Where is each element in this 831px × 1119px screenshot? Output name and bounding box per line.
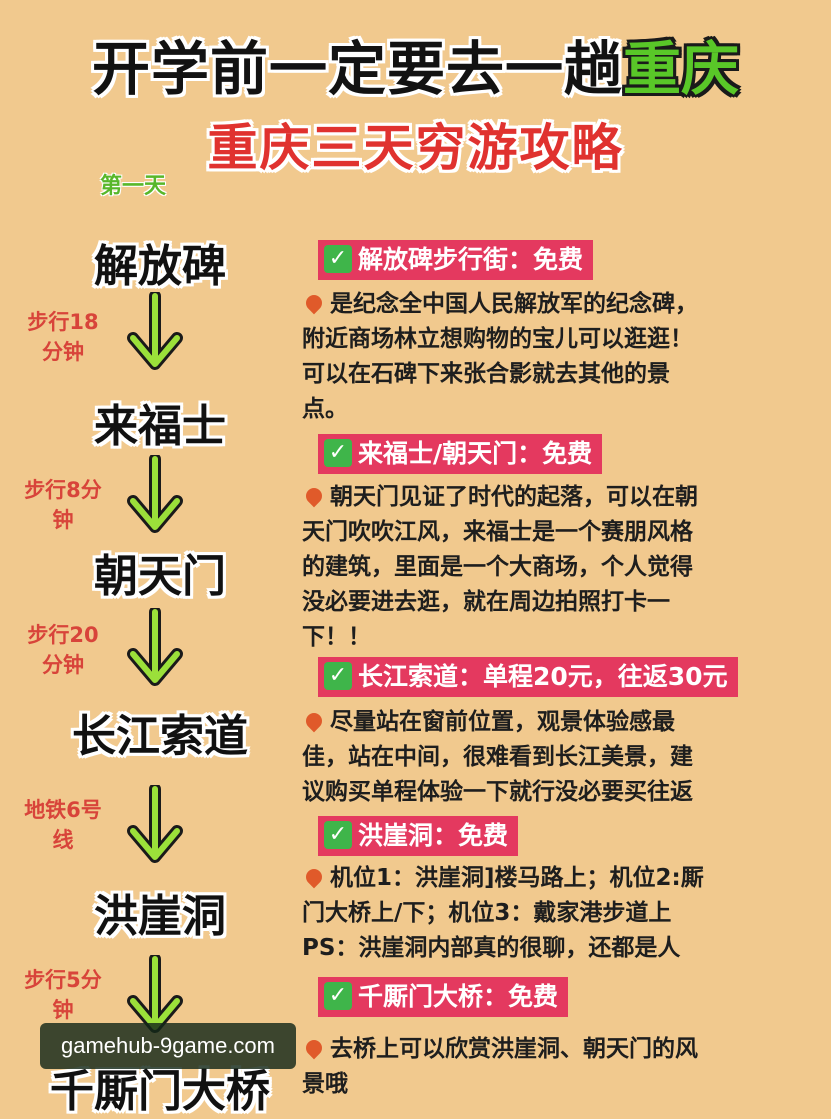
desc-line: 可以在石碑下来张合影就去其他的景 <box>302 361 670 387</box>
page-title: 开学前一定要去一趟重庆 <box>0 22 831 106</box>
title-main: 开学前一定要去一趟 <box>91 35 623 103</box>
walk-line1: 步行18 <box>27 310 99 334</box>
desc-text: 去桥上可以欣赏洪崖洞、朝天门的风 <box>330 1036 698 1062</box>
desc-line: 的建筑，里面是一个大商场，个人觉得 <box>302 554 693 580</box>
walk-line2: 分钟 <box>42 340 84 364</box>
desc-text: 机位1：洪崖洞]楼马路上；机位2:厮 <box>330 865 704 891</box>
attraction-header: ✓洪崖洞：免费 <box>318 816 519 856</box>
walk-label: 步行8分 钟 <box>8 475 118 535</box>
walk-line2: 钟 <box>52 508 74 532</box>
walk-label: 步行18 分钟 <box>8 307 118 367</box>
desc-line: 尽量站在窗前位置，观景体验感最 <box>302 705 792 740</box>
attraction-header-text: 解放碑步行街：免费 <box>358 245 584 274</box>
arrow-down-icon <box>127 455 183 533</box>
stop-cableway: 长江索道 <box>72 711 248 762</box>
attraction-header: ✓千厮门大桥：免费 <box>318 977 569 1017</box>
walk-label: 地铁6号 线 <box>8 795 118 855</box>
attraction-description: 机位1：洪崖洞]楼马路上；机位2:厮 门大桥上/下；机位3：戴家港步道上 PS：… <box>302 861 792 966</box>
check-icon: ✓ <box>324 662 352 690</box>
check-icon: ✓ <box>324 821 352 849</box>
desc-line: 议购买单程体验一下就行没必要买往返 <box>302 779 693 805</box>
desc-line: 附近商场林立想购物的宝儿可以逛逛！ <box>302 326 693 352</box>
desc-line: 没必要进去逛，就在周边拍照打卡一 <box>302 589 670 615</box>
attraction-header: ✓解放碑步行街：免费 <box>318 240 594 280</box>
desc-line: 去桥上可以欣赏洪崖洞、朝天门的风 <box>302 1032 792 1067</box>
desc-line: 门大桥上/下；机位3：戴家港步道上 <box>302 900 672 926</box>
attraction-description: 去桥上可以欣赏洪崖洞、朝天门的风 景哦 <box>302 1032 792 1102</box>
desc-line: PS：洪崖洞内部真的很聊，还都是人 <box>302 935 681 961</box>
stop-laifushi: 来福士 <box>94 401 226 452</box>
pin-icon <box>302 484 326 507</box>
walk-line1: 步行20 <box>27 623 99 647</box>
arrow-down-icon <box>127 608 183 686</box>
walk-label: 步行20 分钟 <box>8 620 118 680</box>
desc-line: 景哦 <box>302 1071 348 1097</box>
walk-line2: 线 <box>52 828 74 852</box>
attraction-description: 尽量站在窗前位置，观景体验感最 佳，站在中间，很难看到长江美景，建 议购买单程体… <box>302 705 792 810</box>
attraction-header-text: 来福士/朝天门：免费 <box>358 439 593 468</box>
attraction-description: 是纪念全中国人民解放军的纪念碑， 附近商场林立想购物的宝儿可以逛逛！ 可以在石碑… <box>302 287 792 427</box>
check-icon: ✓ <box>324 245 352 273</box>
watermark: gamehub-9game.com <box>40 1023 296 1069</box>
desc-text: 是纪念全中国人民解放军的纪念碑， <box>330 291 698 317</box>
desc-line: 下！！ <box>302 624 371 650</box>
desc-line: 朝天门见证了时代的起落，可以在朝 <box>302 480 792 515</box>
stop-jiefangbei: 解放碑 <box>94 241 226 292</box>
pin-icon <box>302 1036 326 1059</box>
pin-icon <box>302 865 326 888</box>
arrow-down-icon <box>127 292 183 370</box>
attraction-header-text: 洪崖洞：免费 <box>358 821 509 850</box>
desc-line: 点。 <box>302 396 348 422</box>
desc-text: 朝天门见证了时代的起落，可以在朝 <box>330 484 698 510</box>
desc-line: 机位1：洪崖洞]楼马路上；机位2:厮 <box>302 861 792 896</box>
arrow-down-icon <box>127 955 183 1033</box>
walk-line1: 地铁6号 <box>24 798 102 822</box>
attraction-description: 朝天门见证了时代的起落，可以在朝 天门吹吹江风，来福士是一个赛朋风格 的建筑，里… <box>302 480 792 655</box>
desc-line: 天门吹吹江风，来福士是一个赛朋风格 <box>302 519 693 545</box>
subtitle: 重庆三天穷游攻略 <box>207 119 624 177</box>
attraction-header: ✓来福士/朝天门：免费 <box>318 434 603 474</box>
attraction-header: ✓长江索道：单程20元，往返30元 <box>318 657 738 697</box>
attraction-header-text: 长江索道：单程20元，往返30元 <box>358 662 728 691</box>
pin-icon <box>302 291 326 314</box>
stop-hongyadong: 洪崖洞 <box>94 891 226 942</box>
walk-line1: 步行8分 <box>24 478 102 502</box>
attraction-header-text: 千厮门大桥：免费 <box>358 982 559 1011</box>
walk-line1: 步行5分 <box>24 968 102 992</box>
arrow-down-icon <box>127 785 183 863</box>
desc-text: 尽量站在窗前位置，观景体验感最 <box>330 709 675 735</box>
title-accent: 重庆 <box>623 35 740 103</box>
check-icon: ✓ <box>324 439 352 467</box>
walk-line2: 分钟 <box>42 653 84 677</box>
day-label: 第一天 <box>100 174 167 199</box>
pin-icon <box>302 709 326 732</box>
walk-label: 步行5分 钟 <box>8 965 118 1025</box>
stop-chaotianmen: 朝天门 <box>94 551 226 602</box>
check-icon: ✓ <box>324 982 352 1010</box>
desc-line: 佳，站在中间，很难看到长江美景，建 <box>302 744 693 770</box>
walk-line2: 钟 <box>52 998 74 1022</box>
desc-line: 是纪念全中国人民解放军的纪念碑， <box>302 287 792 322</box>
